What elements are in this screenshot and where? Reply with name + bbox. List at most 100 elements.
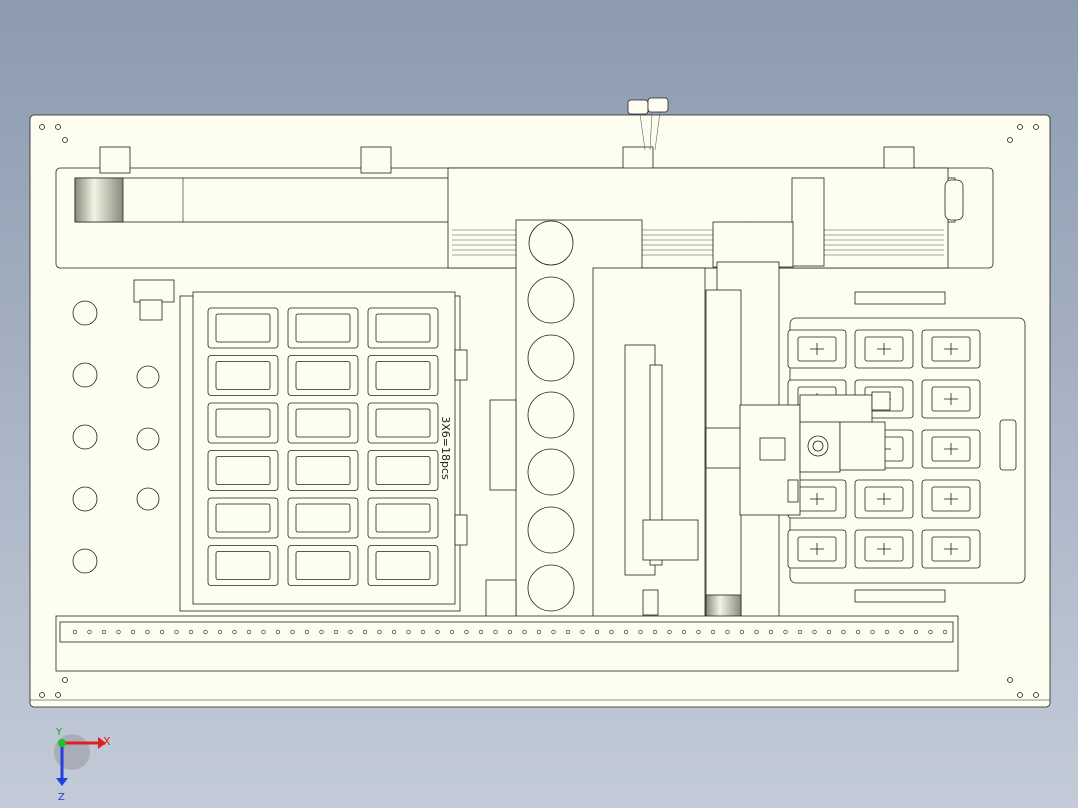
rail-hole bbox=[913, 629, 919, 635]
rail-hole bbox=[609, 629, 614, 635]
base-plate-hole bbox=[136, 487, 160, 511]
base-plate-hole bbox=[72, 300, 98, 326]
tray-pocket-inner bbox=[215, 408, 271, 438]
cable-clip bbox=[787, 479, 799, 503]
rail-hole bbox=[232, 629, 237, 635]
rail-hole bbox=[594, 629, 600, 635]
rail-hole bbox=[159, 629, 165, 635]
y-gantry-top-bracket bbox=[712, 221, 794, 268]
tray-pocket-inner bbox=[375, 408, 431, 438]
rail-hole bbox=[406, 629, 411, 635]
left-bracket-foot bbox=[139, 299, 163, 321]
rail-hole bbox=[522, 629, 527, 635]
pick-head-assembly bbox=[642, 519, 699, 561]
rail-hole bbox=[304, 629, 310, 635]
rail-hole bbox=[942, 629, 948, 635]
rail-hole bbox=[464, 629, 469, 635]
sensor-block bbox=[871, 391, 891, 411]
x-arrowhead-icon bbox=[98, 737, 106, 749]
rail-hole bbox=[812, 629, 817, 635]
left-bracket bbox=[133, 279, 175, 303]
base-plate-hole bbox=[72, 424, 98, 450]
center-plate-hole bbox=[527, 391, 575, 439]
y-axis-point-icon bbox=[58, 739, 66, 747]
rail-hole bbox=[188, 629, 194, 635]
rail-hole bbox=[478, 629, 484, 635]
rail-hole bbox=[551, 629, 556, 635]
rail-hole bbox=[739, 629, 745, 635]
rail-hole bbox=[565, 629, 571, 635]
mount-hole bbox=[1033, 692, 1039, 698]
mount-hole bbox=[1017, 692, 1023, 698]
tray-pocket-inner bbox=[295, 456, 351, 485]
rail-hole bbox=[884, 629, 890, 635]
mount-hole bbox=[39, 124, 45, 130]
left-tray-pockets bbox=[207, 307, 439, 586]
rail-hole bbox=[536, 629, 542, 635]
rail-hole bbox=[101, 629, 107, 635]
z-axis-label: Z bbox=[58, 792, 65, 803]
base-plate-mount-holes bbox=[39, 124, 1039, 698]
tray-pocket-inner bbox=[295, 408, 351, 438]
rail-hole bbox=[333, 629, 339, 635]
center-plate-hole bbox=[527, 506, 575, 554]
tray-pocket-inner bbox=[215, 551, 271, 580]
rail-hole bbox=[580, 629, 585, 635]
rail-hole bbox=[420, 629, 426, 635]
rail-hole bbox=[754, 629, 759, 635]
rail-hole bbox=[435, 629, 440, 635]
rail-hole bbox=[348, 629, 353, 635]
rail-hole bbox=[319, 629, 324, 635]
rail-hole bbox=[391, 629, 397, 635]
beam-end-cylinder bbox=[74, 177, 124, 223]
tray-clamp-lower bbox=[454, 514, 468, 546]
beam-end-cap bbox=[944, 179, 964, 221]
tray-pocket-inner bbox=[375, 551, 431, 580]
gantry-post-1 bbox=[99, 146, 131, 174]
mount-hole bbox=[55, 692, 61, 698]
rail-hole bbox=[899, 629, 904, 635]
tray-pocket-inner bbox=[295, 503, 351, 533]
tray-capacity-label: 3X6=18pcs bbox=[439, 416, 452, 480]
rail-hole bbox=[362, 629, 368, 635]
rail-hole bbox=[246, 629, 252, 635]
rail-hole bbox=[507, 629, 513, 635]
lower-rail-holes bbox=[72, 629, 948, 635]
mount-hole bbox=[1033, 124, 1039, 130]
tray-pocket-inner bbox=[295, 551, 351, 580]
tray-pocket-inner bbox=[215, 456, 271, 485]
triad-disc bbox=[54, 734, 90, 770]
rail-hole bbox=[145, 629, 150, 635]
rail-hole bbox=[203, 629, 208, 635]
center-plate-side-block bbox=[489, 399, 517, 491]
mount-hole bbox=[39, 692, 45, 698]
rail-hole bbox=[623, 629, 629, 635]
rail-hole bbox=[725, 629, 730, 635]
rail-hole bbox=[493, 629, 498, 635]
tray-pocket-inner bbox=[375, 313, 431, 343]
rail-hole bbox=[449, 629, 455, 635]
center-plate-hole bbox=[527, 448, 575, 496]
rail-hole bbox=[174, 629, 179, 635]
mount-hole bbox=[1007, 677, 1013, 683]
rail-hole bbox=[710, 629, 716, 635]
mount-hole bbox=[62, 677, 68, 683]
center-plate-hole bbox=[527, 334, 575, 382]
rail-hole bbox=[116, 629, 121, 635]
gantry-carriage-bracket bbox=[791, 177, 825, 267]
rail-hole bbox=[667, 629, 672, 635]
rail-hole bbox=[217, 629, 223, 635]
tray-clamp-upper bbox=[454, 349, 468, 381]
mount-hole bbox=[62, 137, 68, 143]
base-plate-hole bbox=[72, 486, 98, 512]
base-plate-large-holes bbox=[72, 300, 160, 574]
tray-pocket-inner bbox=[295, 313, 351, 343]
camera-mount bbox=[799, 394, 873, 424]
base-plate-hole bbox=[72, 548, 98, 574]
rail-hole bbox=[870, 629, 875, 635]
right-tray-handle bbox=[999, 419, 1017, 471]
tray-pocket-inner bbox=[375, 503, 431, 533]
right-tray-top-bar bbox=[854, 291, 946, 305]
